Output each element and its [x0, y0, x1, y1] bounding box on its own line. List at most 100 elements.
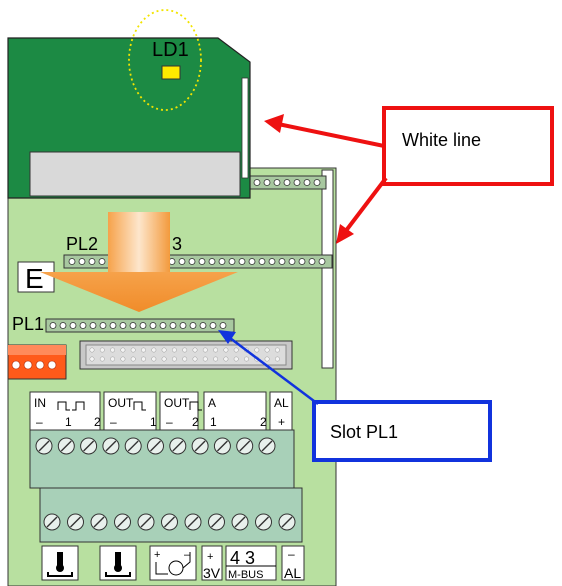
ribbon-pin	[182, 347, 188, 353]
terminal-label-bottom: 1	[210, 415, 217, 429]
ribbon-pin	[274, 347, 280, 353]
ribbon-pin	[141, 347, 146, 353]
slot-pin	[69, 322, 77, 329]
led-highlight-circle	[128, 9, 202, 111]
alarm-block: – AL	[281, 545, 305, 581]
module-card: LD1	[7, 9, 251, 199]
ribbon-pin	[99, 356, 105, 362]
ribbon-pin	[120, 347, 126, 353]
connector-pin	[228, 258, 236, 265]
dip-switch	[7, 344, 67, 380]
module-lower-panel	[29, 151, 241, 197]
terminal-label-top: AL	[274, 396, 289, 410]
ribbon-pin	[171, 356, 177, 362]
ribbon-pin	[264, 356, 270, 362]
connector-pin	[253, 179, 261, 186]
slot-pin	[129, 322, 137, 329]
slot-pin	[109, 322, 117, 329]
terminal-label-bottom: –	[110, 415, 117, 429]
slot-pin	[179, 322, 187, 329]
label-pl1: PL1	[12, 314, 44, 334]
ribbon-pin	[151, 356, 157, 362]
svg-text:+: +	[154, 549, 160, 561]
terminal-label-bottom: +	[278, 415, 285, 429]
board-white-strip	[321, 169, 334, 369]
ribbon-pin	[202, 347, 208, 353]
connector-pin	[263, 179, 271, 186]
connector-pin	[273, 179, 281, 186]
slot-pin	[159, 322, 167, 329]
callout-white-line-text: White line	[402, 130, 481, 150]
label-plus: +	[207, 551, 213, 563]
connector-pin	[278, 258, 286, 265]
ribbon-pin	[99, 347, 105, 353]
connector-pin	[248, 258, 256, 265]
ribbon-pin	[141, 356, 146, 362]
connector-pin	[68, 258, 76, 265]
terminal-label-top: IN	[34, 396, 46, 410]
slot-pin	[59, 322, 67, 329]
slot-pin	[119, 322, 127, 329]
callout-slot-pl1: Slot PL1	[218, 330, 492, 462]
label-pl3-fragment: 3	[172, 234, 182, 254]
connector-pin	[258, 258, 266, 265]
ribbon-pin	[233, 347, 239, 353]
connector-pin	[78, 258, 86, 265]
ribbon-pin	[192, 356, 198, 362]
svg-text:–: –	[184, 549, 191, 561]
ribbon-pin	[120, 356, 126, 362]
battery-3v-block: + 3V	[201, 545, 223, 581]
sensor-icon-2	[99, 545, 137, 581]
terminal-strip-lower	[39, 487, 303, 543]
valve-icon: + –	[149, 545, 197, 581]
label-3v: 3V	[203, 565, 221, 581]
callout-white-line: White line	[264, 106, 554, 244]
connector-pin	[318, 258, 326, 265]
connector-pin	[313, 179, 321, 186]
terminal-label-top: A	[208, 396, 216, 410]
module-white-line	[241, 77, 249, 179]
slot-pin	[79, 322, 87, 329]
ribbon-pin	[233, 356, 239, 362]
ribbon-pin	[254, 347, 260, 353]
terminal-label-top: OUT	[164, 396, 190, 410]
ribbon-connector	[79, 340, 293, 370]
connector-pin	[218, 258, 226, 265]
callout-slot-pl1-text: Slot PL1	[330, 422, 398, 442]
terminal-label-block: AL +	[269, 391, 293, 431]
terminal-label-block: OUT–1	[103, 391, 157, 431]
connector-pin	[178, 258, 186, 265]
connector-pin	[198, 258, 206, 265]
dip-toggle	[47, 360, 57, 370]
insert-arrow	[40, 212, 238, 312]
terminal-label-block: OUT–2	[159, 391, 202, 431]
connector-top-right	[249, 175, 327, 190]
bottom-icon-row: + – + 3V 4 3 M-BUS – AL	[41, 545, 305, 581]
connector-pin	[308, 258, 316, 265]
terminal-label-bottom: 2	[192, 415, 199, 429]
ribbon-pin	[213, 356, 219, 362]
ribbon-pin	[244, 356, 249, 362]
terminal-strip-upper	[29, 429, 295, 489]
connector-pin	[283, 179, 291, 186]
ribbon-pin	[223, 356, 229, 362]
dip-toggle	[35, 360, 45, 370]
slot-pin	[149, 322, 157, 329]
terminal-label-top: OUT	[108, 396, 134, 410]
connector-pl2-pl3	[63, 254, 333, 269]
connector-pin	[303, 179, 311, 186]
label-mbus-digits: 4 3	[230, 548, 255, 568]
sensor-icon-1	[41, 545, 79, 581]
ribbon-pin	[264, 347, 270, 353]
slot-pin	[219, 322, 227, 329]
slot-pin	[189, 322, 197, 329]
led-ld1	[161, 65, 181, 80]
ribbon-pin	[130, 356, 136, 362]
slot-pin	[209, 322, 217, 329]
connector-pin	[238, 258, 246, 265]
slot-pin	[199, 322, 207, 329]
